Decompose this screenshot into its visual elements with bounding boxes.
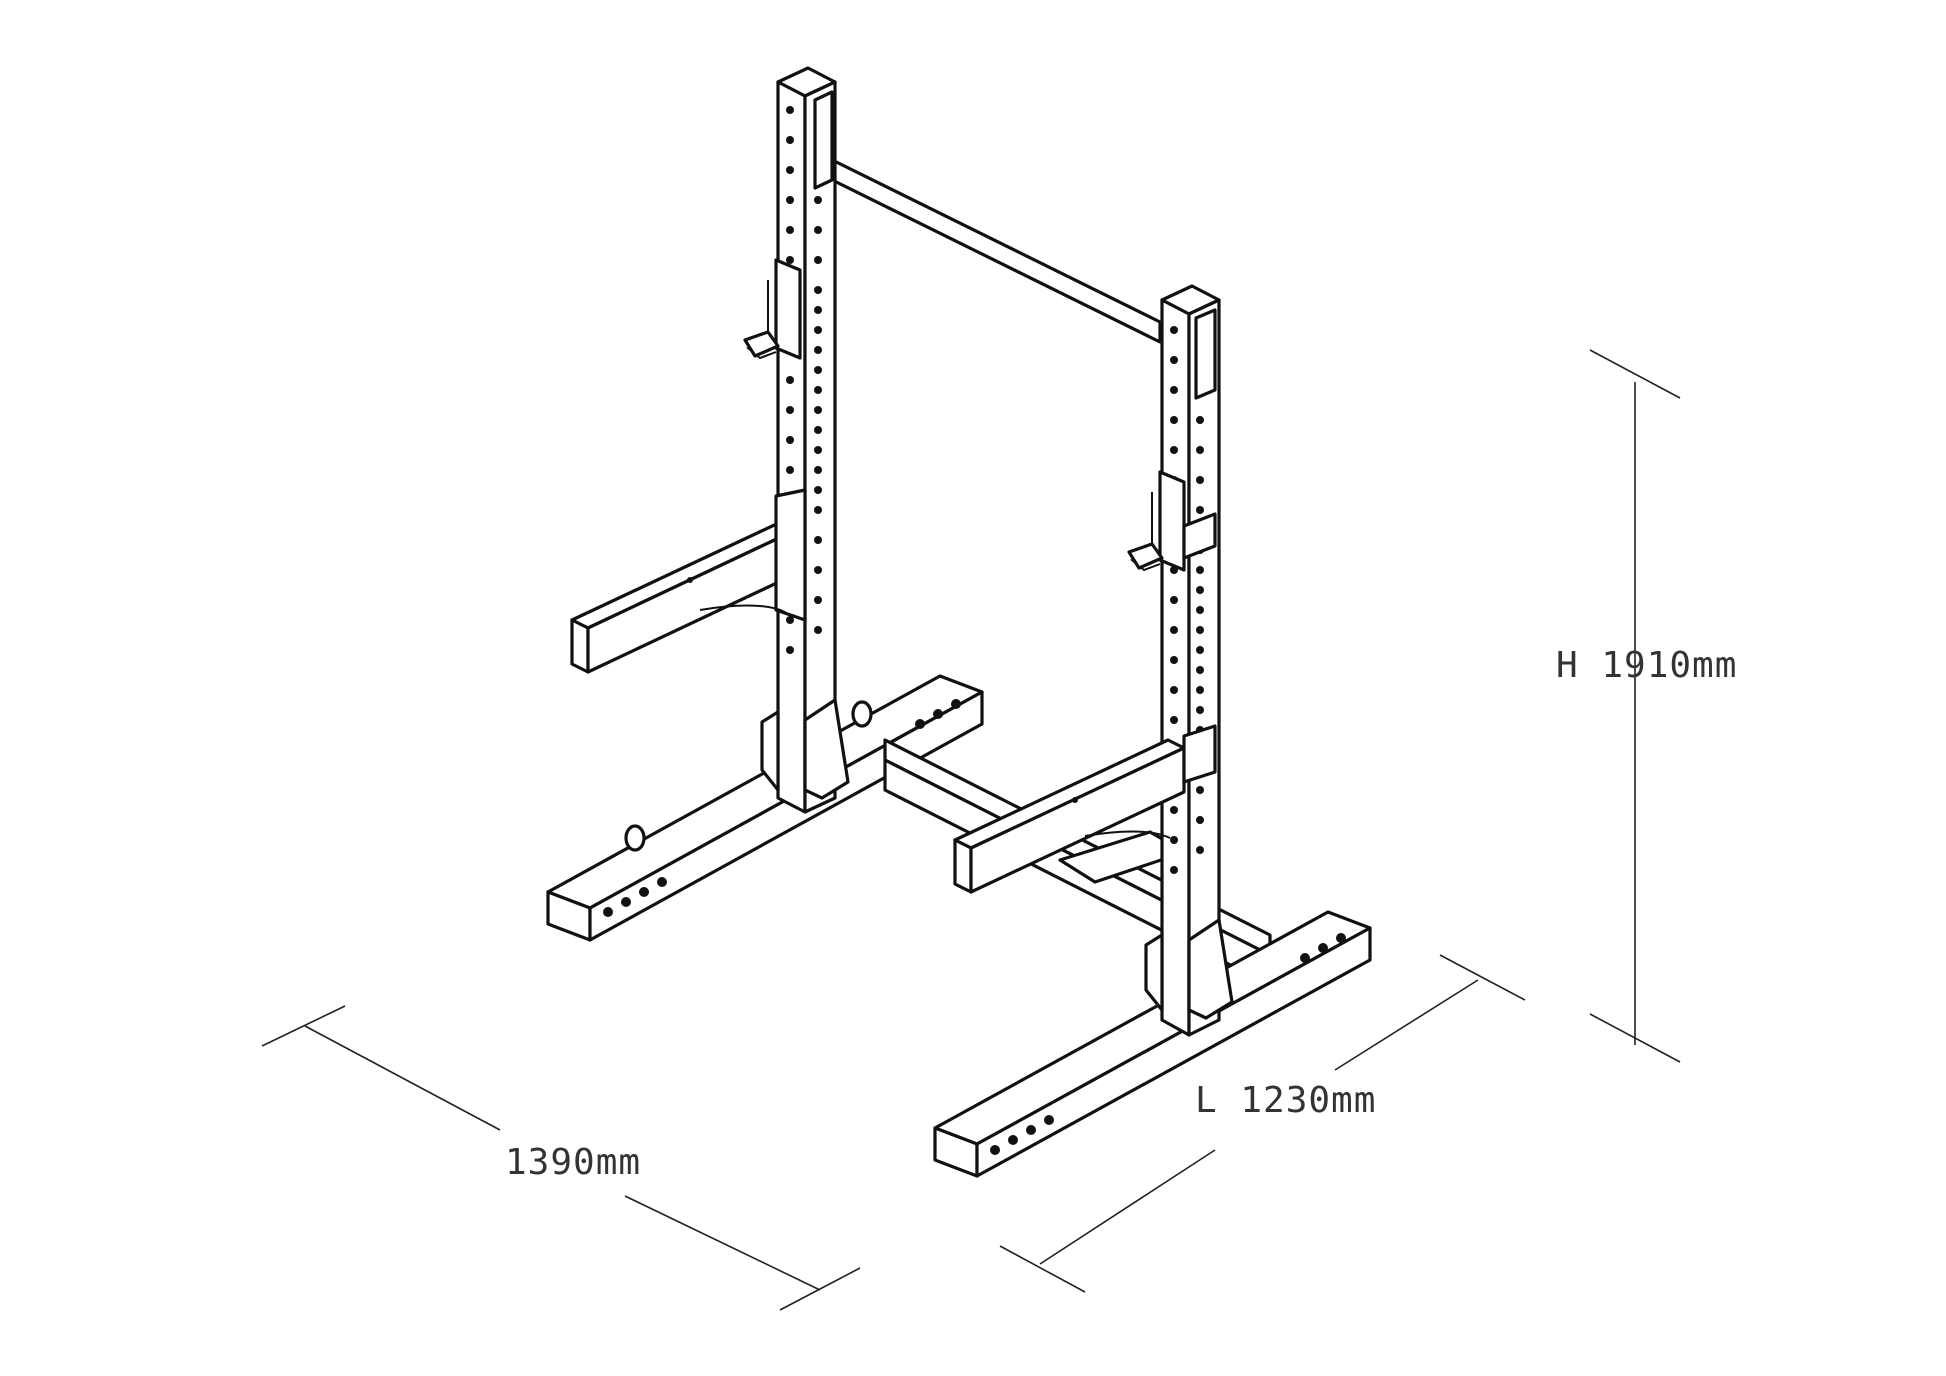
depth-dimension-label: 1390mm [505, 1142, 642, 1183]
height-dimension-label: H 1910mm [1556, 645, 1738, 686]
right-spotter-arm [953, 724, 1217, 894]
length-dimension-label: L 1230mm [1195, 1080, 1377, 1121]
right-j-hook [1127, 470, 1217, 572]
depth-dimension-lines [261, 1005, 861, 1311]
height-dimension-lines [1589, 349, 1681, 1063]
right-base-foot [933, 910, 1372, 1178]
left-base-foot [546, 674, 984, 942]
left-j-hook [743, 258, 802, 360]
pull-up-bar [806, 146, 1162, 344]
left-spotter-arm [570, 488, 807, 674]
length-dimension-lines [999, 954, 1526, 1293]
left-upright [760, 66, 850, 814]
